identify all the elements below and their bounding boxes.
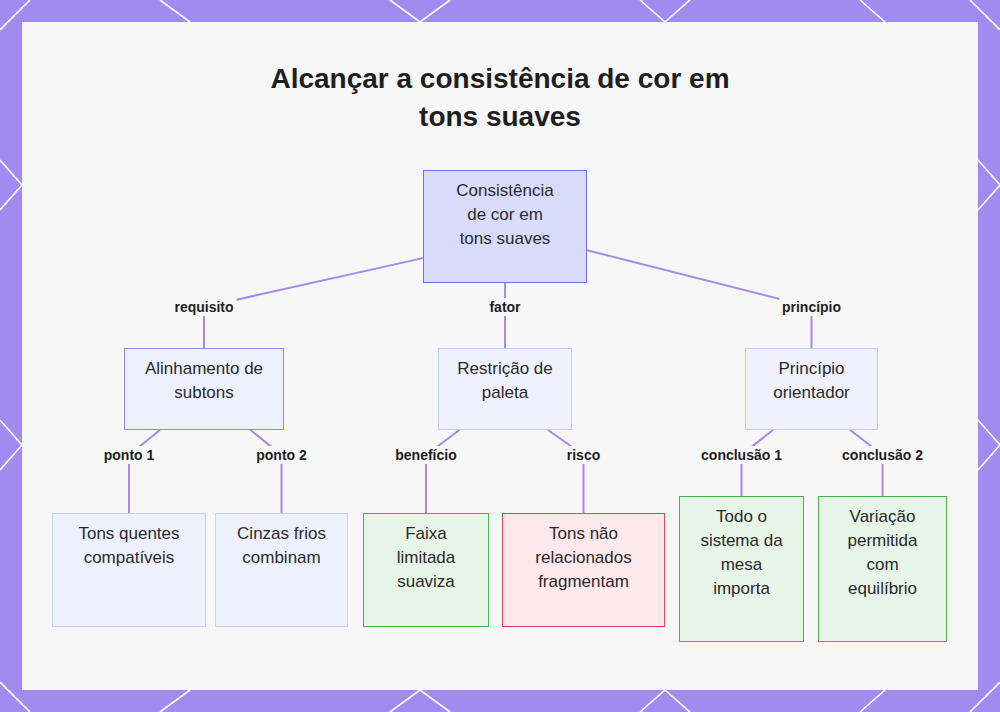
connector-line bbox=[587, 250, 812, 348]
diagram-title: Alcançar a consistência de cor em tons s… bbox=[240, 60, 760, 136]
edge-label: ponto 1 bbox=[101, 446, 158, 464]
concept-box: Cinzas frios combinam bbox=[215, 513, 348, 627]
edge-label: risco bbox=[564, 446, 603, 464]
box-text: Variação permitida com equilíbrio bbox=[836, 505, 930, 601]
edge-label: princípio bbox=[779, 298, 844, 316]
box-text: Cinzas frios combinam bbox=[234, 522, 330, 570]
box-text: Restrição de paleta bbox=[453, 357, 557, 405]
concept-box: Alinhamento de subtons bbox=[124, 348, 284, 430]
box-text: Princípio orientador bbox=[760, 357, 864, 405]
box-text: Todo o sistema da mesa importa bbox=[700, 505, 784, 601]
box-text: Tons quentes compatíveis bbox=[77, 522, 181, 570]
connector-line bbox=[548, 430, 584, 513]
panel bbox=[22, 22, 978, 690]
connector-line bbox=[129, 430, 160, 513]
concept-box: Restrição de paleta bbox=[438, 348, 572, 430]
concept-box: Todo o sistema da mesa importa bbox=[679, 496, 804, 642]
edge-label: ponto 2 bbox=[253, 446, 310, 464]
concept-box: Tons não relacionados fragmentam bbox=[502, 513, 665, 627]
concept-box: Consistência de cor em tons suaves bbox=[423, 170, 587, 283]
edge-label: conclusão 1 bbox=[698, 446, 785, 464]
box-text: Faixa limitada suaviza bbox=[383, 522, 469, 594]
edge-label: fator bbox=[486, 298, 523, 316]
box-text: Alinhamento de subtons bbox=[142, 357, 266, 405]
edge-label: benefício bbox=[392, 446, 459, 464]
edge-label: requisito bbox=[171, 298, 236, 316]
title-row: Alcançar a consistência de cor em tons s… bbox=[0, 60, 1000, 136]
box-text: Tons não relacionados fragmentam bbox=[524, 522, 644, 594]
connector-line bbox=[204, 258, 423, 348]
box-text: Consistência de cor em tons suaves bbox=[449, 179, 561, 251]
connector-line bbox=[426, 430, 459, 513]
concept-box: Princípio orientador bbox=[745, 348, 878, 430]
connector-line bbox=[250, 430, 281, 513]
concept-box: Faixa limitada suaviza bbox=[363, 513, 489, 627]
edge-label: conclusão 2 bbox=[839, 446, 926, 464]
concept-box: Tons quentes compatíveis bbox=[52, 513, 206, 627]
concept-box: Variação permitida com equilíbrio bbox=[818, 496, 947, 642]
